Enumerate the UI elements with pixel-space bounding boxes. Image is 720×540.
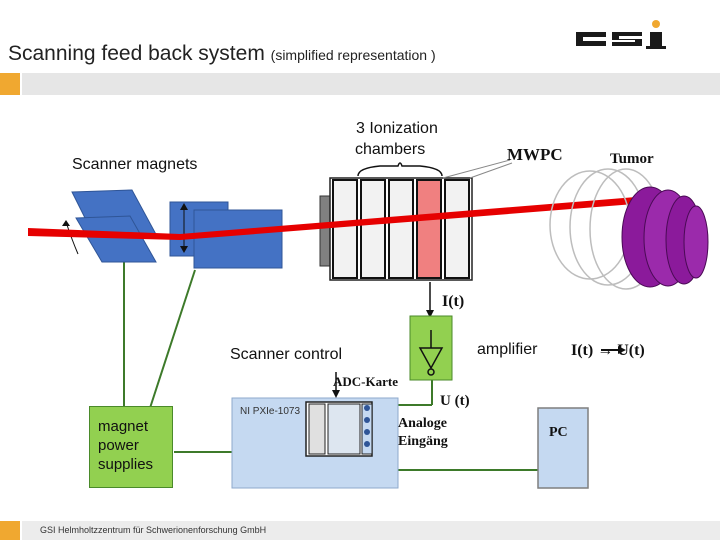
ionization-chambers (319, 159, 513, 281)
analog-inputs-label-line1: Analoge (398, 416, 447, 431)
pc-label: PC (549, 425, 568, 440)
footer-bar (22, 521, 720, 540)
gsi-logo (576, 20, 666, 49)
footer-accent (0, 521, 20, 540)
tumor (549, 168, 709, 290)
current-label: I(t) (442, 293, 465, 310)
voltage-label: U (t) (440, 393, 470, 409)
current-arrow (426, 282, 434, 318)
header-bar (22, 73, 720, 95)
conversion-label: I(t) → U(t) (571, 342, 645, 359)
conversion-arrow (601, 346, 626, 354)
scanner-control-label: Scanner control (230, 346, 343, 363)
analog-inputs-label-line2: Eingäng (398, 434, 448, 449)
magnet-power-supplies-box: magnet power supplies (89, 406, 173, 488)
page-title-subtitle: (simplified representation ) (270, 47, 436, 63)
amplifier-label: amplifier (477, 341, 538, 358)
header-accent (0, 73, 20, 95)
amplifier (409, 315, 453, 381)
signal-wires (123, 262, 538, 471)
adc-card-label: ADC-Karte (333, 374, 398, 389)
tumor-label: Tumor (610, 151, 654, 167)
pc (537, 407, 589, 489)
ionization-label-line2: chambers (355, 141, 426, 158)
mwpc-label: MWPC (507, 145, 563, 164)
footer-text: GSI Helmholtzzentrum für Schwerionenfors… (40, 525, 267, 535)
ni-pxie-device (231, 372, 399, 489)
magnet-power-supplies-label: magnet power supplies (98, 418, 154, 473)
scanner-magnets-label: Scanner magnets (72, 156, 198, 173)
page-title-main: Scanning feed back system (8, 42, 265, 65)
page-title: Scanning feed back system (simplified re… (8, 42, 436, 66)
ni-device-label: NI PXIe-1073 (240, 406, 301, 417)
ion-beam (28, 195, 660, 240)
ionization-label-line1: 3 Ionization (356, 120, 438, 137)
